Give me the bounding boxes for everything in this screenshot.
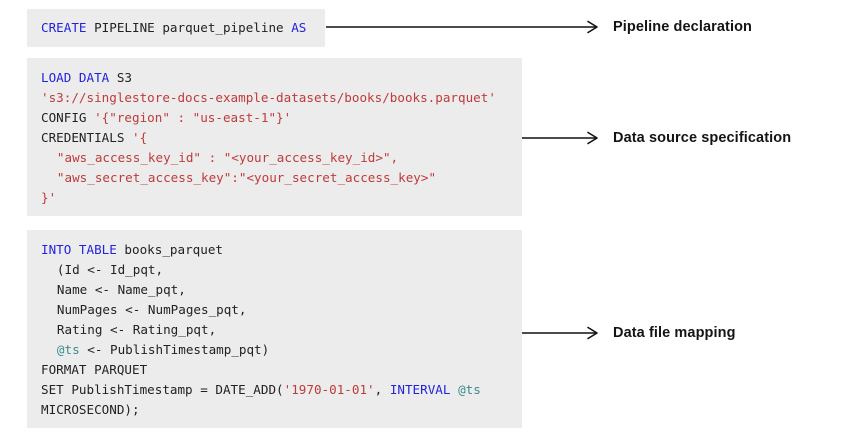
code-token: '{: [132, 130, 148, 145]
code-line: Name <- Name_pqt,: [41, 280, 510, 300]
code-line: }': [41, 188, 510, 208]
code-token: Rating <- Rating_pqt,: [56, 322, 217, 337]
code-token: <- PublishTimestamp_pqt): [79, 342, 270, 357]
code-token: SET PublishTimestamp = DATE_ADD(: [41, 382, 284, 397]
code-line: INTO TABLE books_parquet: [41, 240, 510, 260]
code-token: @ts: [56, 342, 80, 357]
code-token: @ts: [458, 382, 481, 397]
code-token: AS: [291, 20, 307, 35]
code-token: ,: [374, 382, 390, 397]
code-line: (Id <- Id_pqt,: [41, 260, 510, 280]
code-token: MICROSECOND);: [41, 402, 140, 417]
code-token: CONFIG: [41, 110, 95, 125]
code-line: FORMAT PARQUET: [41, 360, 510, 380]
code-line: NumPages <- NumPages_pqt,: [41, 300, 510, 320]
right-arrow-icon-declaration: [326, 20, 604, 34]
code-token: S3: [109, 70, 132, 85]
right-arrow-icon-source: [522, 131, 604, 145]
code-line: CREATE PIPELINE parquet_pipeline AS: [41, 18, 313, 38]
code-line: SET PublishTimestamp = DATE_ADD('1970-01…: [41, 380, 510, 400]
annotation-label-data-file-mapping: Data file mapping: [613, 325, 736, 341]
code-token: 's3://singlestore-docs-example-datasets/…: [41, 90, 496, 105]
code-token: PIPELINE parquet_pipeline: [86, 20, 292, 35]
code-token: }': [41, 190, 57, 205]
annotation-label-pipeline-declaration: Pipeline declaration: [613, 19, 752, 35]
right-arrow-icon-mapping: [522, 326, 604, 340]
code-token: Name <- Name_pqt,: [56, 282, 186, 297]
code-line: CONFIG '{"region" : "us-east-1"}': [41, 108, 510, 128]
code-token: (Id <- Id_pqt,: [56, 262, 164, 277]
code-line: "aws_secret_access_key":"<your_secret_ac…: [41, 168, 510, 188]
code-block-pipeline-declaration: CREATE PIPELINE parquet_pipeline AS: [27, 9, 325, 47]
code-token: books_parquet: [116, 242, 223, 257]
annotation-label-data-source-specification: Data source specification: [613, 130, 792, 146]
code-token: "aws_secret_access_key":"<your_secret_ac…: [56, 170, 437, 185]
code-line: CREDENTIALS '{: [41, 128, 510, 148]
code-token: '{"region" : "us-east-1"}': [94, 110, 292, 125]
code-token: CREATE: [41, 20, 87, 35]
code-line: LOAD DATA S3: [41, 68, 510, 88]
code-token: CREDENTIALS: [41, 130, 132, 145]
code-token: INTERVAL: [389, 382, 451, 397]
code-token: INTO TABLE: [41, 242, 117, 257]
code-line: MICROSECOND);: [41, 400, 510, 420]
code-block-data-source-specification: LOAD DATA S3 's3://singlestore-docs-examp…: [27, 58, 522, 216]
code-token: [450, 382, 458, 397]
code-token: LOAD DATA: [41, 70, 110, 85]
code-token: "aws_access_key_id" : "<your_access_key_…: [56, 150, 399, 165]
code-line: 's3://singlestore-docs-example-datasets/…: [41, 88, 510, 108]
code-line: @ts <- PublishTimestamp_pqt): [41, 340, 510, 360]
code-token: FORMAT PARQUET: [41, 362, 148, 377]
code-token: NumPages <- NumPages_pqt,: [56, 302, 247, 317]
code-block-data-file-mapping: INTO TABLE books_parquet (Id <- Id_pqt, Na…: [27, 230, 522, 428]
code-token: '1970-01-01': [283, 382, 375, 397]
code-line: "aws_access_key_id" : "<your_access_key_…: [41, 148, 510, 168]
code-line: Rating <- Rating_pqt,: [41, 320, 510, 340]
